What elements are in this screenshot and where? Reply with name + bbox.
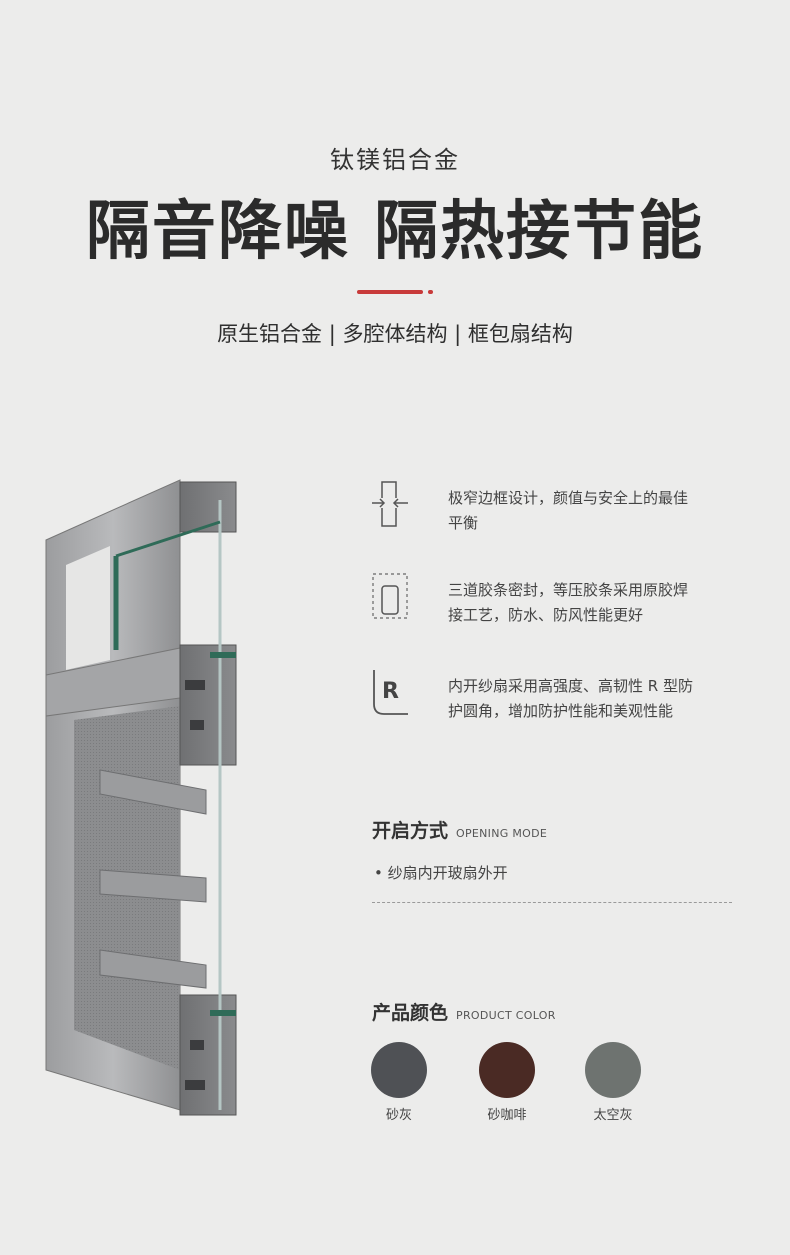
material-subtitle: 钛镁铝合金 (330, 146, 460, 174)
opening-mode-item: • 纱扇内开玻扇外开 (374, 864, 508, 882)
features-summary: 原生铝合金 | 多腔体结构 | 框包扇结构 (217, 322, 573, 346)
color-label: 太空灰 (593, 1108, 633, 1123)
product-color-title: 产品颜色 PRODUCT COLOR (372, 998, 556, 1025)
r-corner-icon: R (373, 670, 408, 715)
color-label: 砂灰 (385, 1108, 412, 1123)
product-color-title-en: PRODUCT COLOR (456, 1009, 556, 1022)
section-divider (372, 902, 732, 903)
window-profile-illustration (45, 479, 237, 1116)
feature-narrow-frame: 极窄边框设计，颜值与安全上的最佳 平衡 (370, 480, 750, 540)
feature-text-line1: 三道胶条密封，等压胶条采用原胶焊 (448, 581, 689, 599)
feature-r-corner: R 内开纱扇采用高强度、高韧性 R 型防 护圆角，增加防护性能和美观性能 (370, 668, 750, 728)
svg-text:R: R (382, 679, 399, 704)
feature-text-line2: 护圆角，增加防护性能和美观性能 (448, 702, 674, 720)
accent-divider-dot (428, 290, 433, 294)
feature-text-line1: 内开纱扇采用高强度、高韧性 R 型防 (448, 677, 693, 695)
feature-seal-strip: 三道胶条密封，等压胶条采用原胶焊 接工艺，防水、防风性能更好 (370, 572, 750, 632)
opening-mode-title-cn: 开启方式 (372, 820, 449, 842)
color-swatch-sand-gray[interactable] (371, 1042, 427, 1098)
narrow-frame-icon (370, 481, 410, 527)
opening-mode-title-en: OPENING MODE (456, 827, 548, 840)
feature-text-line2: 接工艺，防水、防风性能更好 (448, 606, 644, 624)
accent-divider (357, 290, 423, 294)
main-headline: 隔音降噪 隔热接节能 (85, 195, 705, 269)
feature-text-line2: 平衡 (448, 514, 479, 532)
opening-mode-title: 开启方式 OPENING MODE (372, 816, 547, 843)
product-color-title-cn: 产品颜色 (372, 1002, 449, 1024)
color-label: 砂咖啡 (487, 1108, 527, 1123)
color-swatch-sand-coffee[interactable] (479, 1042, 535, 1098)
color-swatch-space-gray[interactable] (585, 1042, 641, 1098)
seal-strip-icon (372, 573, 408, 619)
feature-text-line1: 极窄边框设计，颜值与安全上的最佳 (448, 489, 689, 507)
